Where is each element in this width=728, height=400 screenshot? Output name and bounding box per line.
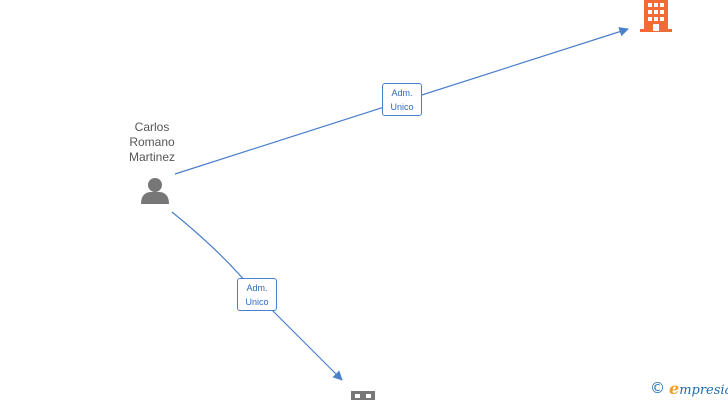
brand-logo: © empresia [650, 378, 728, 398]
brand-name: empresia [669, 379, 728, 398]
person-icon[interactable] [141, 178, 169, 204]
brand-initial: e [669, 378, 680, 398]
building-icon[interactable] [640, 0, 672, 32]
building-icon[interactable] [351, 391, 375, 400]
edge-label-bottom[interactable]: Adm. Unico [237, 278, 277, 311]
brand-name-rest: mpresia [679, 382, 728, 398]
person-name[interactable]: Carlos Romano Martinez [128, 120, 175, 164]
edge-label-top[interactable]: Adm. Unico [382, 83, 422, 116]
copyright-icon: © [650, 379, 665, 397]
